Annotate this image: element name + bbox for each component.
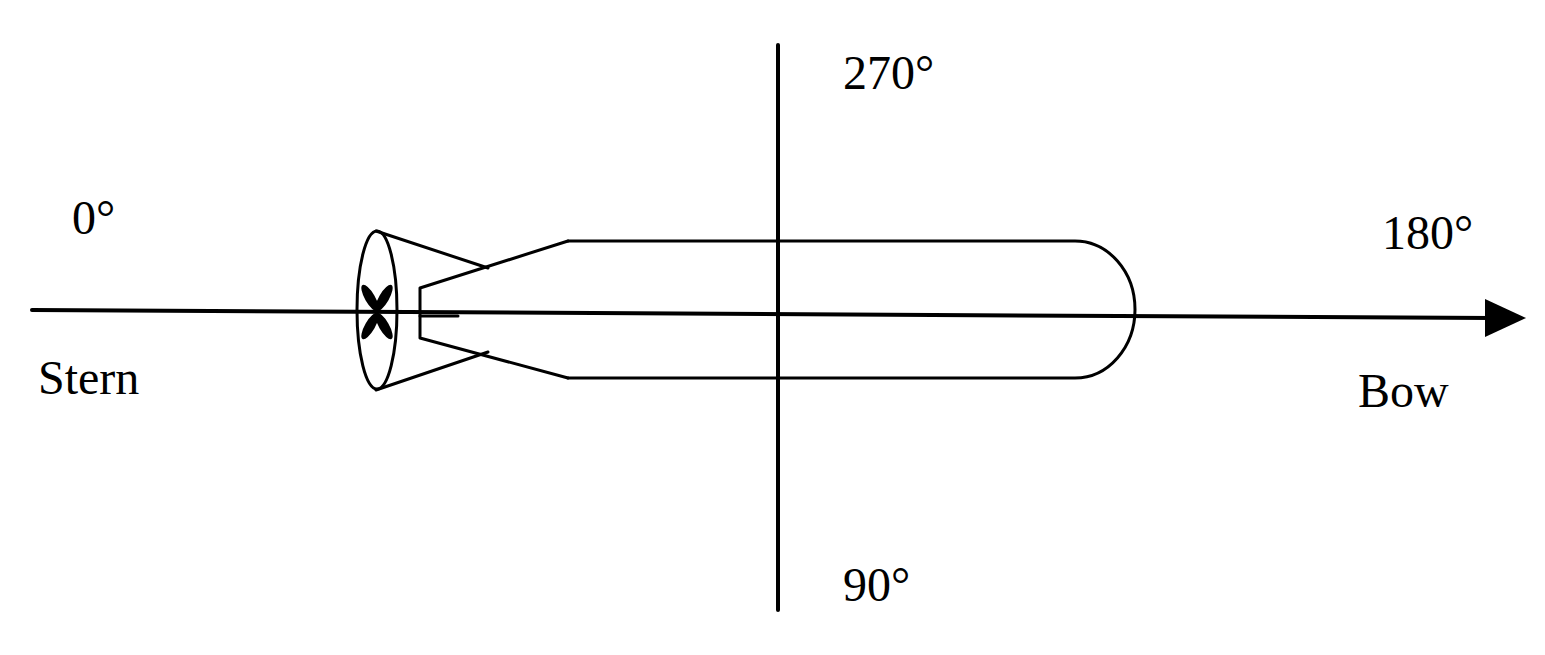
propeller bbox=[358, 283, 396, 342]
end-label: Stern bbox=[38, 354, 139, 402]
hull-body bbox=[568, 241, 1135, 378]
vertical-axis bbox=[776, 45, 780, 610]
angle-label: 270° bbox=[843, 49, 934, 97]
angle-label: 90° bbox=[843, 561, 910, 609]
angle-label: 180° bbox=[1382, 209, 1473, 257]
longitudinal-axis bbox=[32, 310, 1492, 318]
end-label: Bow bbox=[1358, 367, 1449, 415]
shaft bbox=[420, 315, 458, 318]
axis-arrowhead bbox=[1485, 299, 1526, 337]
angle-label: 0° bbox=[72, 194, 115, 242]
hull-taper bbox=[420, 241, 568, 378]
